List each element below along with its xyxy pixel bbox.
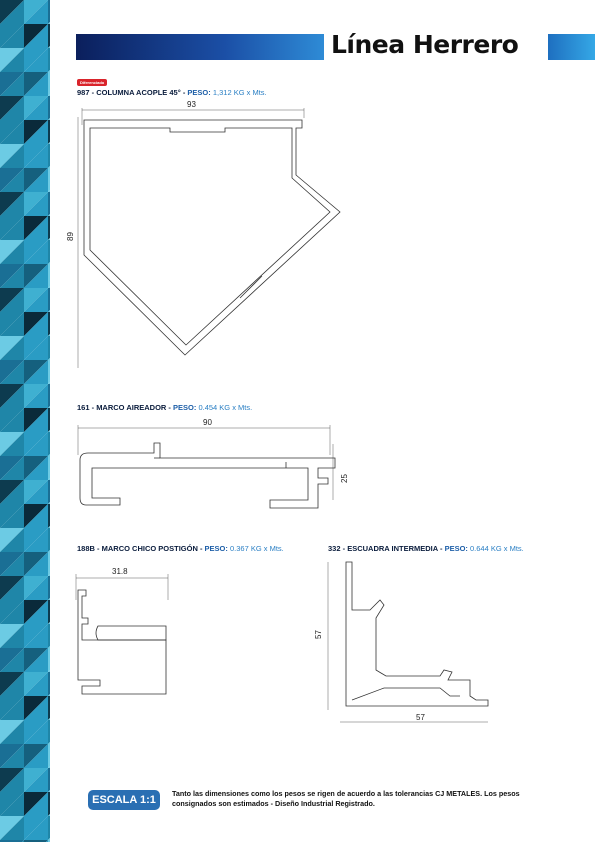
profile-name: MARCO AIREADOR [96,403,167,412]
peso-value: 0.454 KG x Mts. [198,403,253,412]
dim-332-width: 57 [416,713,425,722]
profile-332-label: 332 - ESCUADRA INTERMEDIA - PESO: 0.644 … [328,544,524,553]
profile-161-label: 161 - MARCO AIREADOR - PESO: 0.454 KG x … [77,403,253,412]
dim-987-width: 93 [187,100,196,109]
scale-badge: ESCALA 1:1 [88,790,160,810]
badge-diferenciado: Diferenciado [77,79,108,86]
drawing-188b [75,574,169,695]
peso-label: PESO: [173,403,197,412]
peso-value: 0.367 KG x Mts. [229,544,284,553]
profile-code: 987 [77,88,90,97]
page-title: Línea Herrero [331,30,519,59]
profile-name: COLUMNA ACOPLE 45° [96,88,181,97]
profile-code: 188B [77,544,95,553]
peso-value: 0.644 KG x Mts. [470,544,524,553]
dim-161-width: 90 [203,418,212,427]
peso-label: PESO: [204,544,228,553]
drawing-987 [77,108,341,368]
profile-987-label: 987 - COLUMNA ACOPLE 45° - PESO: 1,312 K… [77,88,267,97]
profile-code: 161 [77,403,90,412]
profile-name: ESCUADRA INTERMEDIA [347,544,438,553]
drawing-161 [77,425,336,509]
footer-note: Tanto las dimensiones como los pesos se … [172,789,520,808]
peso-label: PESO: [187,88,211,97]
header-gradient-bar [76,34,324,60]
drawing-332 [327,561,489,723]
dim-161-height: 25 [339,474,349,483]
profile-code: 332 [328,544,341,553]
profile-188b-label: 188B - MARCO CHICO POSTIGÓN - PESO: 0.36… [77,544,284,553]
side-geometric-pattern [0,0,50,842]
peso-value: 1,312 KG x Mts. [212,88,267,97]
dim-987-height: 89 [65,232,75,241]
header-gradient-bar-right [548,34,595,60]
dim-188b-width: 31.8 [112,567,128,576]
dim-332-height: 57 [313,630,323,639]
profile-name: MARCO CHICO POSTIGÓN [101,544,198,553]
peso-label: PESO: [444,544,468,553]
